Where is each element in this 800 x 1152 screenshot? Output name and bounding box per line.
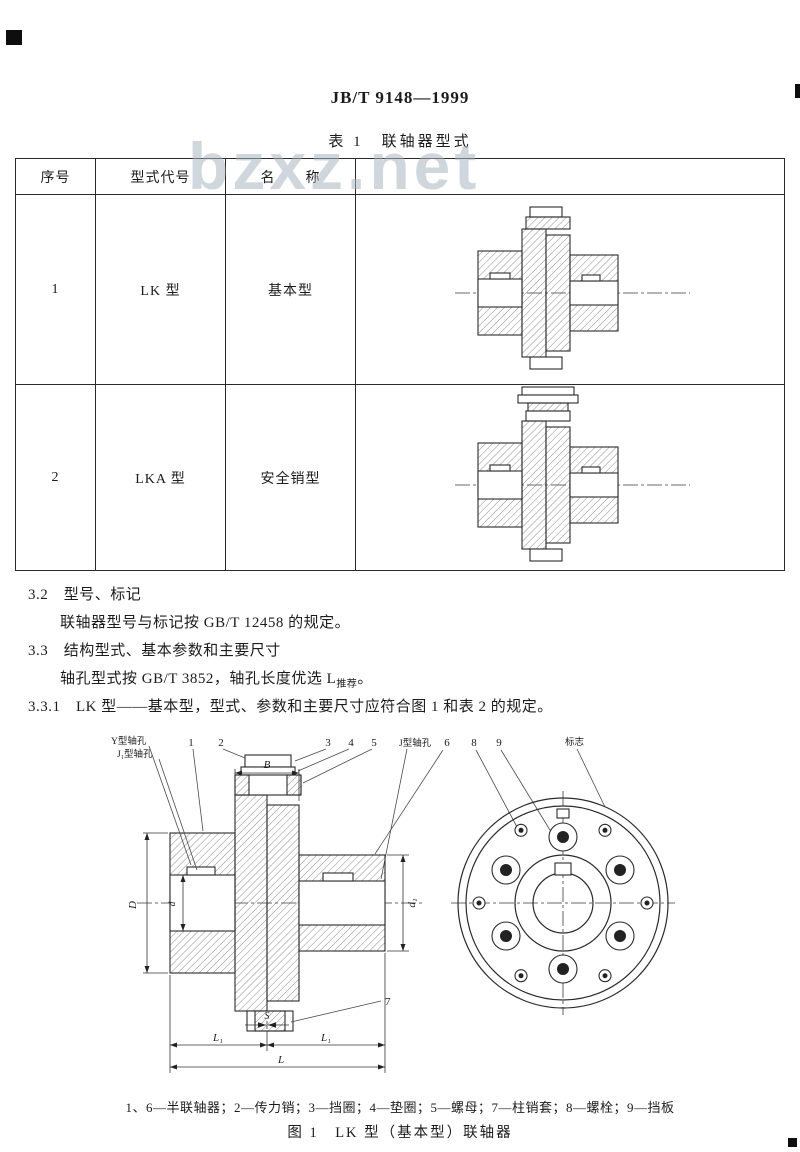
section-3-3-body-text: 轴孔型式按 GB/T 3852，轴孔长度优选 L xyxy=(60,671,337,687)
cell-drawing xyxy=(355,384,785,571)
cell-code: LKA 型 xyxy=(95,384,226,571)
dim-d-bore-label: d xyxy=(168,901,178,906)
dim-d-outer-label: D xyxy=(127,901,139,910)
col-header-code: 型式代号 xyxy=(95,158,226,195)
section-3-3-body-end: 。 xyxy=(357,671,373,687)
l-subscript: 推荐 xyxy=(336,679,358,690)
watermark: bzxz.net xyxy=(188,129,481,203)
pin-bosses xyxy=(491,822,635,984)
bore-type-label-y: Y型轴孔 xyxy=(111,735,147,747)
mark-label: 标志 xyxy=(565,736,584,748)
dim-l1-right-label: L₁ xyxy=(320,1032,331,1044)
section-3-3-body: 轴孔型式按 GB/T 3852，轴孔长度优选 L推荐。 xyxy=(60,667,373,690)
lka-section-drawing xyxy=(455,386,690,562)
part-number-6: 6 xyxy=(444,737,450,749)
figure-1: B D d d₁ S L₁ xyxy=(85,733,715,1095)
cell-code: LK 型 xyxy=(95,194,226,385)
section-3-3-heading: 3.3 结构型式、基本参数和主要尺寸 xyxy=(28,643,281,659)
part-number-7: 7 xyxy=(385,996,391,1008)
bolts xyxy=(472,823,654,983)
part-callouts: Y型轴孔 J₁型轴孔 1 2 3 4 5 J型轴孔 6 7 xyxy=(111,735,606,1023)
standard-number-header: JB/T 9148—1999 xyxy=(330,88,470,107)
dim-l1-left-label: L₁ xyxy=(212,1032,223,1044)
part-number-5: 5 xyxy=(371,737,377,749)
dim-d1-label: d₁ xyxy=(406,898,418,908)
figure-1-title: 图 1 LK 型（基本型）联轴器 xyxy=(287,1125,513,1141)
cell-name: 基本型 xyxy=(225,194,356,385)
part-number-8: 8 xyxy=(471,737,477,749)
section-view xyxy=(137,754,423,1032)
lk-section-drawing xyxy=(455,206,690,370)
dim-b-label: B xyxy=(264,759,271,771)
front-view xyxy=(451,791,675,1015)
dim-l-label: L xyxy=(277,1054,284,1066)
cell-no: 1 xyxy=(15,194,96,385)
bore-type-label-j: J型轴孔 xyxy=(399,737,432,749)
section-3-2-heading: 3.2 型号、标记 xyxy=(28,587,142,603)
cell-drawing xyxy=(355,194,785,385)
cell-name: 安全销型 xyxy=(225,384,356,571)
table-1-title: 表 1 联轴器型式 xyxy=(328,134,472,150)
table-row: 2 LKA 型 安全销型 xyxy=(15,384,785,571)
table-header-row: 序号 型式代号 名 称 xyxy=(15,158,785,195)
scan-artifact xyxy=(795,84,800,98)
figure-1-parts-caption: 1、6—半联轴器；2—传力销；3—挡圈；4—垫圈；5—螺母；7—柱销套；8—螺栓… xyxy=(125,1100,675,1115)
part-number-3: 3 xyxy=(325,737,331,749)
cell-no: 2 xyxy=(15,384,96,571)
section-3-3-1-body: 3.3.1 LK 型——基本型，型式、参数和主要尺寸应符合图 1 和表 2 的规… xyxy=(28,699,553,715)
coupling-type-table: 序号 型式代号 名 称 1 LK 型 基本型 xyxy=(15,158,785,571)
bore-type-label-j1: J₁型轴孔 xyxy=(117,748,153,760)
part-number-4: 4 xyxy=(348,737,354,749)
scan-artifact xyxy=(788,1138,797,1147)
col-header-name: 名 称 xyxy=(225,158,356,195)
table-row: 1 LK 型 基本型 xyxy=(15,194,785,385)
part-number-1: 1 xyxy=(188,737,194,749)
part-number-9: 9 xyxy=(496,737,502,749)
figure-1-drawing: B D d d₁ S L₁ xyxy=(111,735,675,1073)
dim-s-label: S xyxy=(265,1011,270,1022)
section-3-2-body: 联轴器型号与标记按 GB/T 12458 的规定。 xyxy=(60,615,351,631)
dimension-lines: B D d d₁ S L₁ xyxy=(127,759,418,1073)
part-number-2: 2 xyxy=(218,737,224,749)
scan-artifact xyxy=(6,30,22,45)
col-header-no: 序号 xyxy=(15,158,96,195)
